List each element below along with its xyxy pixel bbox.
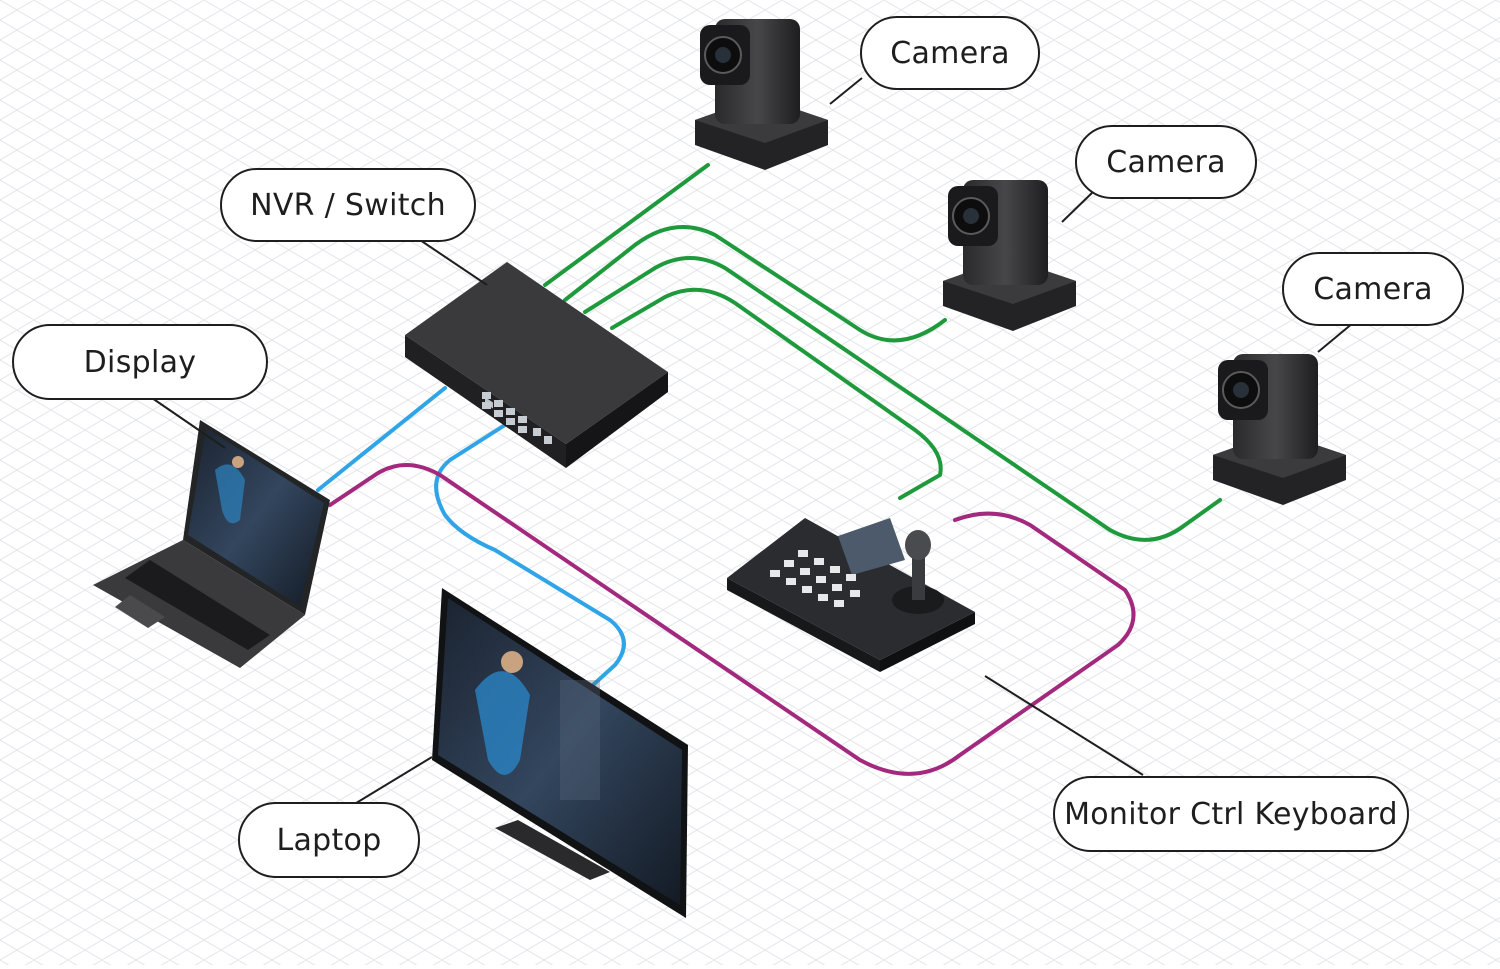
camera-3-device [1213,354,1346,505]
camera-1-device [695,19,828,170]
laptop-device [93,420,330,668]
laptop-label: Laptop [238,802,420,878]
cables [316,163,1222,776]
nvr-switch-device [405,262,668,468]
cable-switch-camera-1 [543,163,710,287]
camera-label-1: Camera [860,16,1040,90]
nvr-switch-label: NVR / Switch [220,168,476,242]
cable-laptop-keyboard [328,463,1136,776]
cable-switch-display [434,423,626,687]
switch-ports [482,392,552,444]
cable-switch-camera-3 [583,256,1222,542]
callout-lines [151,77,1354,809]
keyboard-label: Monitor Ctrl Keyboard [1053,776,1409,852]
cable-switch-keyboard [610,287,943,500]
display-label: Display [12,324,268,400]
cable-switch-laptop [316,386,447,492]
cable-switch-camera-2 [563,225,947,343]
camera-label-3: Camera [1282,252,1464,326]
camera-label-2: Camera [1075,125,1257,199]
control-keyboard-device [727,518,975,672]
display-device [432,588,688,918]
camera-2-device [943,180,1076,331]
